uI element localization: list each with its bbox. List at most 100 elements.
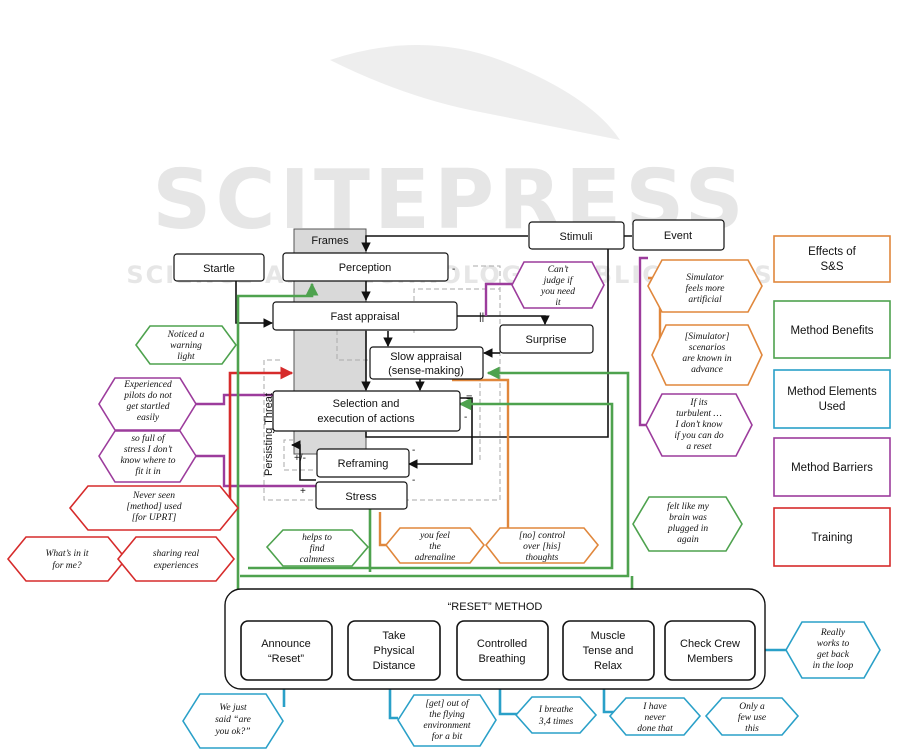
quote-scenarios-known [651, 324, 763, 386]
svg-text:We just: We just [219, 703, 247, 713]
svg-text:adrenaline: adrenaline [415, 553, 456, 563]
svg-text:Relax: Relax [594, 660, 623, 672]
quote-helps-calmness [265, 529, 370, 567]
svg-text:if you can do: if you can do [674, 430, 724, 441]
quote-are-you-ok [182, 693, 284, 749]
svg-text:advance: advance [691, 365, 723, 375]
svg-text:What’s in it: What’s in it [45, 549, 88, 559]
svg-text:in the loop: in the loop [813, 661, 854, 671]
svg-text:get back: get back [817, 650, 850, 660]
svg-text:few use: few use [738, 712, 766, 723]
svg-text:fit it in: fit it in [135, 466, 161, 477]
svg-text:Take: Take [382, 630, 405, 642]
svg-text:done that: done that [637, 724, 673, 734]
sign-plus: + [300, 486, 306, 497]
quote-experienced-pilots [98, 377, 197, 431]
quote-brain-plugged [632, 496, 743, 552]
svg-text:again: again [677, 535, 699, 545]
svg-text:never: never [644, 713, 665, 723]
svg-text:a reset: a reset [686, 442, 712, 452]
reframing-box [316, 448, 410, 478]
persisting-threat-label: Persisting Threat [263, 393, 275, 476]
svg-text:helps to: helps to [302, 533, 332, 543]
svg-text:Method Barriers: Method Barriers [791, 462, 873, 474]
step-muscle-tense [562, 620, 655, 681]
fast-appraisal-label: Fast appraisal [330, 311, 399, 323]
svg-text:thoughts: thoughts [526, 553, 559, 563]
svg-text:get startled: get startled [126, 402, 169, 412]
svg-text:experiences: experiences [154, 561, 199, 571]
svg-text:the flying: the flying [429, 709, 465, 720]
sign-minus-reframing: - [412, 445, 415, 456]
svg-text:Used: Used [819, 401, 846, 413]
svg-text:Really: Really [820, 628, 846, 638]
legend: Effects of S&S Method Benefits Method El… [773, 235, 891, 567]
frames-label: Frames [311, 235, 349, 247]
sign-minus-stress: - [412, 475, 415, 486]
quote-never-done [608, 697, 702, 736]
svg-text:Announce: Announce [261, 638, 311, 650]
stimuli-label: Stimuli [559, 231, 592, 243]
svg-text:Muscle: Muscle [591, 630, 626, 642]
svg-text:works to: works to [817, 639, 850, 649]
svg-text:Simulator: Simulator [686, 273, 724, 283]
reset-method-title: “RESET” METHOD [448, 601, 543, 613]
svg-text:this: this [745, 724, 759, 734]
quote-no-control [484, 527, 600, 564]
svg-text:[Simulator]: [Simulator] [685, 332, 730, 342]
svg-text:over [his]: over [his] [523, 542, 561, 552]
svg-text:artificial: artificial [688, 294, 722, 305]
svg-text:Noticed a: Noticed a [167, 330, 205, 340]
svg-text:I don’t know: I don’t know [675, 420, 724, 430]
svg-text:pilots do not: pilots do not [123, 391, 172, 401]
legend-effects [773, 235, 891, 283]
perception-label: Perception [339, 262, 392, 274]
svg-text:so full of: so full of [131, 433, 166, 444]
svg-text:Only a: Only a [739, 702, 765, 712]
step-controlled-breathing [456, 620, 549, 681]
startle-label: Startle [203, 263, 235, 275]
svg-text:Members: Members [687, 653, 733, 665]
svg-text:warning: warning [170, 341, 202, 351]
svg-text:scenarios: scenarios [689, 343, 726, 353]
quote-if-turbulent [645, 393, 753, 457]
quote-whats-in-it [6, 536, 128, 582]
quote-cant-judge [511, 261, 605, 309]
svg-text:stress I don’t: stress I don’t [124, 445, 173, 455]
event-box [632, 219, 725, 251]
svg-text:brain was: brain was [669, 513, 707, 523]
quote-only-few [704, 697, 800, 736]
svg-text:Experienced: Experienced [123, 380, 172, 390]
legend-benefits [773, 300, 891, 359]
barrier-lines [196, 256, 648, 488]
svg-text:[get] out of: [get] out of [425, 698, 470, 709]
svg-text:for a bit: for a bit [432, 731, 463, 742]
legend-training [773, 507, 891, 567]
svg-text:for me?: for me? [52, 560, 82, 571]
quote-sharing-real [116, 536, 236, 582]
svg-text:you feel: you feel [419, 530, 450, 541]
svg-text:Method Benefits: Method Benefits [790, 325, 873, 337]
svg-text:felt like my: felt like my [667, 501, 709, 512]
quote-simulator-artificial [647, 259, 763, 313]
svg-text:plugged in: plugged in [667, 524, 709, 534]
svg-text:the: the [429, 542, 441, 552]
event-label: Event [664, 230, 692, 242]
svg-text:Controlled: Controlled [477, 638, 527, 650]
svg-text:turbulent …: turbulent … [676, 409, 722, 419]
svg-text:“Reset”: “Reset” [268, 653, 304, 665]
svg-text:Tense and: Tense and [583, 645, 634, 657]
svg-text:[method] used: [method] used [126, 502, 181, 512]
sign-pause: || [479, 312, 484, 323]
svg-text:Can’t: Can’t [548, 265, 569, 275]
quote-so-full-of-stress [98, 430, 197, 483]
legend-elements [773, 369, 891, 429]
svg-text:Never seen: Never seen [132, 491, 175, 501]
svg-text:find: find [310, 543, 325, 554]
svg-text:it: it [555, 298, 561, 308]
sign-equals: = [466, 392, 472, 404]
reframing-label: Reframing [338, 458, 389, 470]
svg-text:3,4 times: 3,4 times [538, 717, 574, 727]
perception-box [282, 252, 449, 282]
